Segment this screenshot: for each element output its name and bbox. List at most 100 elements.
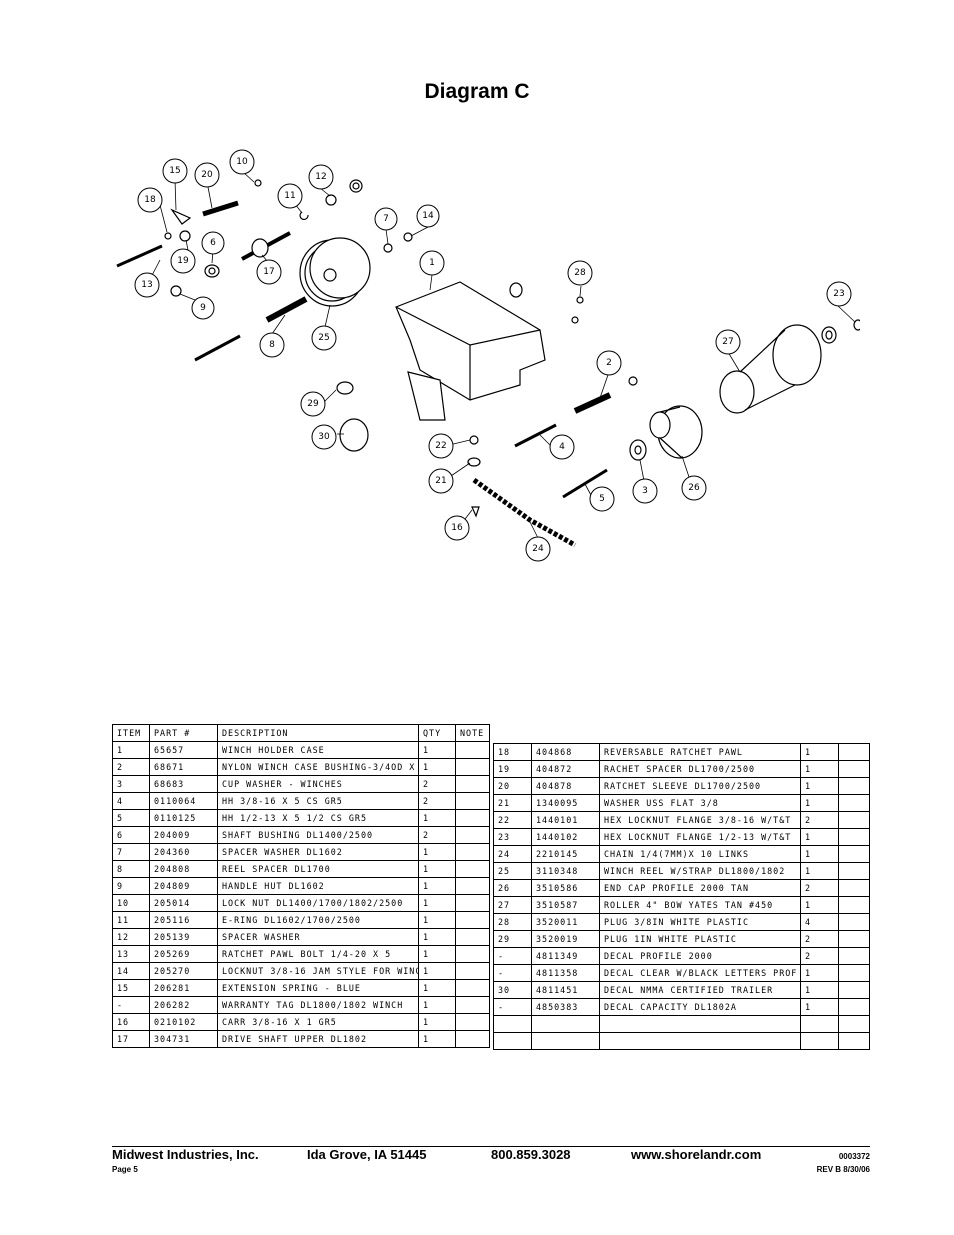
column-header: NOTE <box>455 724 490 742</box>
table-cell: CHAIN 1/4(7MM)X 10 LINKS <box>599 845 801 863</box>
table-cell: DRIVE SHAFT UPPER DL1802 <box>217 1030 419 1048</box>
footer-website: www.shorelandr.com <box>631 1147 762 1162</box>
table-cell: 1 <box>418 877 456 895</box>
table-cell: 204809 <box>149 877 218 895</box>
callout-label: 23 <box>833 289 844 299</box>
table-cell: 205269 <box>149 945 218 963</box>
table-cell: 1440101 <box>531 811 600 829</box>
table-cell: 7 <box>112 843 150 861</box>
table-cell <box>455 911 490 929</box>
callout-label: 21 <box>435 476 446 486</box>
callout-label: 17 <box>263 267 274 277</box>
table-cell <box>455 996 490 1014</box>
table-cell: 2 <box>800 879 839 897</box>
table-cell: 5 <box>112 809 150 827</box>
table-cell: 204808 <box>149 860 218 878</box>
table-cell: HANDLE HUT DL1602 <box>217 877 419 895</box>
table-cell: 14 <box>112 962 150 980</box>
table-cell: 204360 <box>149 843 218 861</box>
table-cell: WINCH HOLDER CASE <box>217 741 419 759</box>
table-cell <box>838 1032 870 1050</box>
callout-label: 1 <box>429 258 435 268</box>
callout-label: 16 <box>451 523 463 533</box>
table-cell: EXTENSION SPRING - BLUE <box>217 979 419 997</box>
table-cell: HH 3/8-16 X 5 CS GR5 <box>217 792 419 810</box>
callout-label: 24 <box>532 544 544 554</box>
callout-label: 20 <box>201 170 213 180</box>
revision: REV B 8/30/06 <box>816 1165 870 1174</box>
footer-rule <box>112 1146 870 1147</box>
table-cell <box>599 1015 801 1033</box>
table-cell: 2 <box>800 947 839 965</box>
table-cell: 0110064 <box>149 792 218 810</box>
table-cell: 1 <box>112 741 150 759</box>
table-cell: 18 <box>493 743 532 761</box>
table-cell: SHAFT BUSHING DL1400/2500 <box>217 826 419 844</box>
callout-label: 28 <box>574 268 586 278</box>
table-cell <box>455 775 490 793</box>
table-cell <box>531 1015 600 1033</box>
table-cell: 17 <box>112 1030 150 1048</box>
table-cell: 2 <box>800 811 839 829</box>
table-cell: 3110348 <box>531 862 600 880</box>
table-cell <box>838 913 870 931</box>
callout-label: 29 <box>307 399 319 409</box>
table-cell: LOCK NUT DL1400/1700/1802/2500 <box>217 894 419 912</box>
table-cell: CUP WASHER - WINCHES <box>217 775 419 793</box>
callout-label: 4 <box>559 442 565 452</box>
table-cell: 1 <box>800 777 839 795</box>
table-cell: HEX LOCKNUT FLANGE 3/8-16 W/T&T <box>599 811 801 829</box>
table-cell <box>838 845 870 863</box>
table-cell <box>838 811 870 829</box>
table-cell: 28 <box>493 913 532 931</box>
table-cell: HH 1/2-13 X 5 1/2 CS GR5 <box>217 809 419 827</box>
table-cell <box>838 828 870 846</box>
table-cell: 0110125 <box>149 809 218 827</box>
table-cell: PLUG 3/8IN WHITE PLASTIC <box>599 913 801 931</box>
table-cell <box>838 862 870 880</box>
table-cell <box>455 1030 490 1048</box>
table-cell: 27 <box>493 896 532 914</box>
table-cell: 2 <box>418 775 456 793</box>
table-cell: 404878 <box>531 777 600 795</box>
column-header: QTY <box>418 724 456 742</box>
table-cell: 1 <box>800 794 839 812</box>
table-cell: 19 <box>493 760 532 778</box>
table-cell: 1 <box>800 828 839 846</box>
callout-label: 30 <box>318 432 330 442</box>
table-cell <box>455 928 490 946</box>
callout-label: 8 <box>269 340 275 350</box>
table-cell <box>838 1015 870 1033</box>
table-cell <box>455 877 490 895</box>
table-cell: 22 <box>493 811 532 829</box>
table-cell <box>455 962 490 980</box>
table-cell <box>455 894 490 912</box>
table-cell: 1340095 <box>531 794 600 812</box>
table-cell <box>838 777 870 795</box>
callout-label: 22 <box>435 441 446 451</box>
table-cell: 4811358 <box>531 964 600 982</box>
table-cell: 1 <box>418 962 456 980</box>
table-cell: 1 <box>418 843 456 861</box>
table-cell: 15 <box>112 979 150 997</box>
table-cell: ROLLER 4" BOW YATES TAN #450 <box>599 896 801 914</box>
table-cell: 24 <box>493 845 532 863</box>
table-cell: 404868 <box>531 743 600 761</box>
table-cell: 1 <box>800 743 839 761</box>
table-header-row: ITEM PART # DESCRIPTION QTY NOTE <box>112 724 490 742</box>
exploded-parts-diagram: 1 2 3 4 5 6 7 8 9 10 11 12 13 14 15 16 1… <box>116 149 860 562</box>
